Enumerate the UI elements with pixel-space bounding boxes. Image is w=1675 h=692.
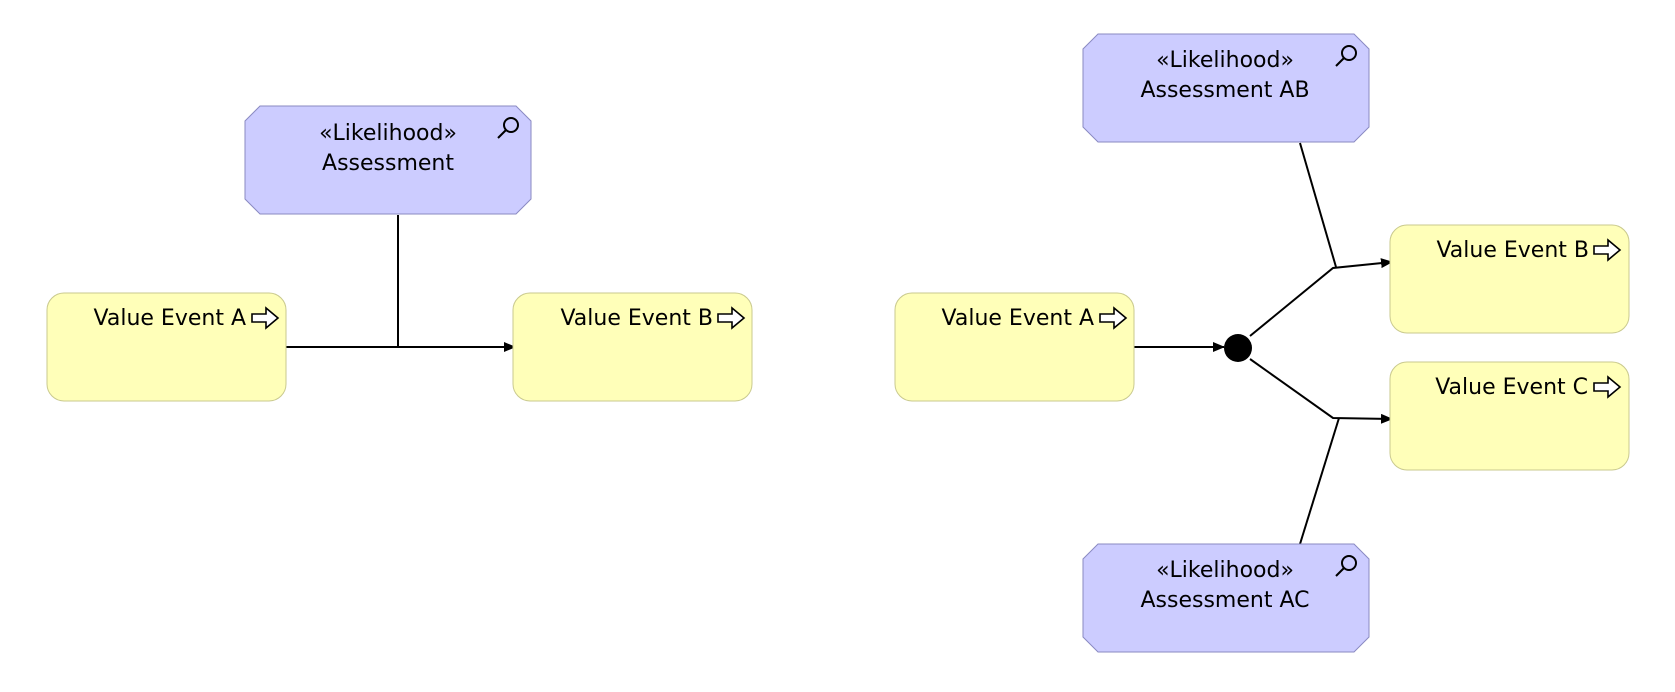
assessment-ab-stereotype: «Likelihood» xyxy=(1156,48,1294,73)
value-event-a-label: Value Event A xyxy=(94,306,246,331)
connector-junction-to-event-b[interactable] xyxy=(1249,258,1393,337)
value-event-c-node[interactable]: Value Event C xyxy=(1389,361,1630,471)
value-event-b-node[interactable]: Value Event B xyxy=(1389,224,1630,334)
likelihood-assessment-node[interactable]: «Likelihood» Assessment xyxy=(244,105,532,215)
value-event-c-label: Value Event C xyxy=(1435,375,1588,400)
connector-assessment-ab-to-flow[interactable] xyxy=(1299,142,1337,268)
right-diagram: «Likelihood» Assessment AB «Likelihood» … xyxy=(894,33,1630,653)
value-event-b-label: Value Event B xyxy=(1436,238,1589,263)
assessment-ab-name: Assessment AB xyxy=(1140,78,1309,103)
value-event-a-label: Value Event A xyxy=(942,306,1094,331)
value-event-a-node[interactable]: Value Event A xyxy=(894,292,1135,402)
connector-assessment-ac-to-flow[interactable] xyxy=(1299,417,1340,545)
likelihood-assessment-ab-node[interactable]: «Likelihood» Assessment AB xyxy=(1082,33,1370,143)
likelihood-assessment-ac-node[interactable]: «Likelihood» Assessment AC xyxy=(1082,543,1370,653)
value-event-a-node[interactable]: Value Event A xyxy=(46,292,287,402)
value-event-b-node[interactable]: Value Event B xyxy=(512,292,753,402)
connector-junction-to-event-c[interactable] xyxy=(1249,358,1393,424)
value-event-b-label: Value Event B xyxy=(560,306,713,331)
assessment-stereotype: «Likelihood» xyxy=(319,121,457,146)
assessment-ac-stereotype: «Likelihood» xyxy=(1156,558,1294,583)
assessment-name: Assessment xyxy=(322,151,454,176)
junction-node[interactable] xyxy=(1224,334,1252,362)
left-diagram: «Likelihood» Assessment Value Event A Va… xyxy=(46,105,753,402)
assessment-ac-name: Assessment AC xyxy=(1141,588,1310,613)
